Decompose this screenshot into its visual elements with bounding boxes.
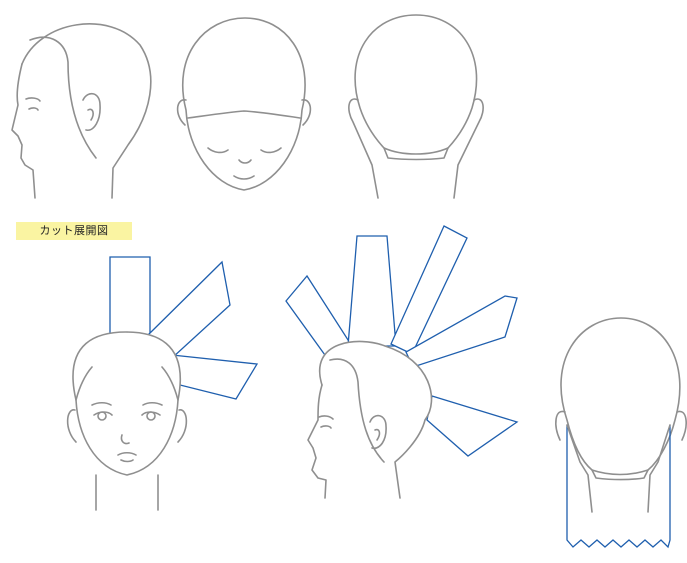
- head-back-panel: [556, 318, 686, 547]
- section-label-cut-development: カット展開図: [16, 222, 132, 240]
- head-side-panels: [286, 226, 517, 498]
- panel-side-5: [427, 396, 517, 456]
- head-back-top: [349, 15, 483, 198]
- panel-front-side: [172, 355, 257, 399]
- head-front-top: [178, 18, 311, 190]
- panel-front-vertical: [110, 257, 150, 337]
- head-front-panels: [68, 257, 257, 510]
- panel-side-2: [348, 236, 396, 346]
- head-side-profile-top: [12, 24, 151, 198]
